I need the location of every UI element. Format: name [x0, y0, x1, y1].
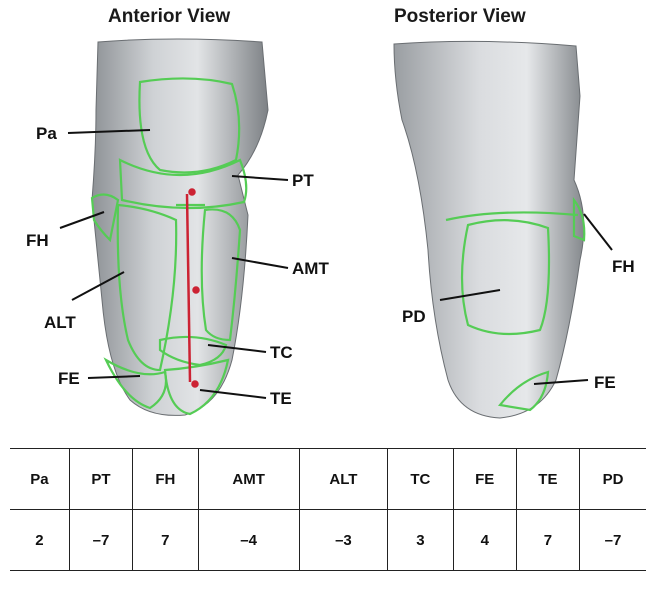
label-pt: PT	[292, 171, 314, 190]
label-amt: AMT	[292, 259, 329, 278]
table-header-row: Pa PT FH AMT ALT TC FE TE PD	[10, 449, 646, 510]
value-cell: –4	[198, 510, 299, 571]
header-cell: FE	[453, 449, 516, 510]
anterior-limb-shape	[92, 39, 268, 415]
header-cell: Pa	[10, 449, 69, 510]
value-cell: 2	[10, 510, 69, 571]
marker-amt	[194, 288, 199, 293]
value-cell: 7	[516, 510, 579, 571]
label-fh-posterior: FH	[612, 257, 635, 276]
region-values-table: Pa PT FH AMT ALT TC FE TE PD 2 –7 7 –4 –…	[10, 448, 646, 571]
header-cell: AMT	[198, 449, 299, 510]
value-cell: –7	[579, 510, 646, 571]
value-cell: –3	[299, 510, 387, 571]
header-cell: ALT	[299, 449, 387, 510]
label-pd: PD	[402, 307, 426, 326]
value-cell: 3	[388, 510, 454, 571]
limb-diagram: Pa PT FH AMT ALT TC FE TE PD FH FE	[0, 0, 654, 440]
posterior-limb-shape	[394, 41, 584, 418]
value-cell: 7	[133, 510, 199, 571]
marker-te	[193, 382, 198, 387]
label-tc: TC	[270, 343, 293, 362]
value-cell: –7	[69, 510, 132, 571]
header-cell: TE	[516, 449, 579, 510]
label-fe-posterior: FE	[594, 373, 616, 392]
header-cell: PD	[579, 449, 646, 510]
label-alt: ALT	[44, 313, 76, 332]
label-fe-anterior: FE	[58, 369, 80, 388]
header-cell: FH	[133, 449, 199, 510]
marker-pt	[190, 190, 195, 195]
label-te: TE	[270, 389, 292, 408]
label-pa: Pa	[36, 124, 57, 143]
header-cell: PT	[69, 449, 132, 510]
table-value-row: 2 –7 7 –4 –3 3 4 7 –7	[10, 510, 646, 571]
label-fh-anterior: FH	[26, 231, 49, 250]
header-cell: TC	[388, 449, 454, 510]
value-cell: 4	[453, 510, 516, 571]
